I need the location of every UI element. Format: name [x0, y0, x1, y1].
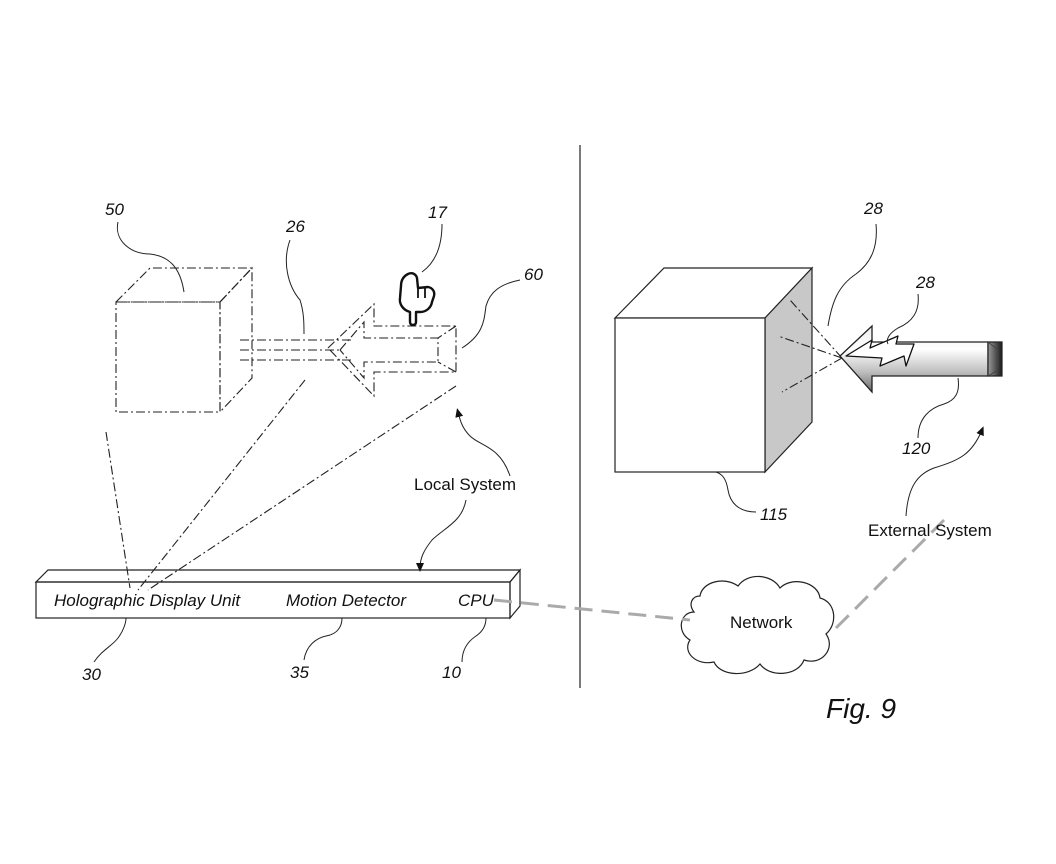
- projection-lines: [105, 379, 457, 591]
- external-system-label: External System: [868, 521, 992, 540]
- lightning-bolt-icon: [845, 335, 915, 367]
- local-system-upper-arrow: [455, 408, 511, 477]
- ref-120: 120: [902, 439, 931, 458]
- impact-lines: [777, 299, 843, 393]
- external-system-arrow: [905, 426, 984, 517]
- leader-30: [93, 617, 127, 663]
- local-system-base-bar: [34, 568, 522, 620]
- ref-35: 35: [290, 663, 309, 682]
- holographic-arrow-26: [240, 302, 457, 398]
- ref-10: 10: [442, 663, 461, 682]
- pointing-hand-icon: [398, 272, 436, 327]
- holographic-display-unit-label: Holographic Display Unit: [54, 591, 241, 610]
- leader-28b: [886, 293, 919, 345]
- network-cloud-icon: [680, 575, 835, 675]
- local-system-label: Local System: [414, 475, 516, 494]
- ref-115: 115: [760, 505, 788, 524]
- ref-28b: 28: [915, 273, 935, 292]
- external-cube-115: [613, 266, 814, 474]
- cpu-network-link: [493, 598, 691, 622]
- ref-26: 26: [285, 217, 305, 236]
- leader-17: [421, 223, 443, 273]
- leader-120: [917, 377, 959, 439]
- ref-28a: 28: [863, 199, 883, 218]
- leader-28a: [827, 223, 877, 327]
- motion-detector-label: Motion Detector: [286, 591, 407, 610]
- ref-17: 17: [428, 203, 447, 222]
- holographic-cube-50: [114, 266, 254, 414]
- leader-50: [116, 221, 185, 293]
- leader-10: [461, 617, 487, 663]
- figure-label: Fig. 9: [826, 693, 896, 724]
- ref-30: 30: [82, 665, 101, 684]
- ref-60: 60: [524, 265, 543, 284]
- local-system-lower-arrow: [416, 499, 467, 572]
- leader-115: [715, 471, 757, 513]
- cpu-label: CPU: [458, 591, 495, 610]
- network-label: Network: [730, 613, 793, 632]
- leader-26: [285, 239, 305, 335]
- metal-arrow-120: [839, 324, 1003, 394]
- leader-35: [303, 617, 343, 661]
- leader-60: [461, 279, 521, 349]
- ref-50: 50: [105, 200, 124, 219]
